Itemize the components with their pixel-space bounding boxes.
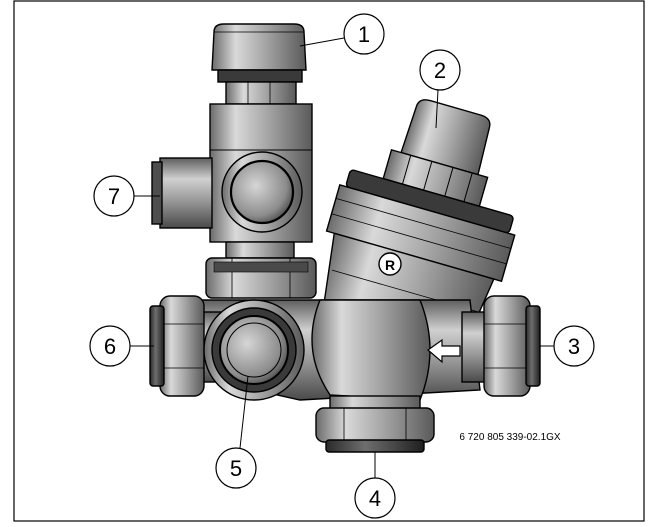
svg-text:2: 2 xyxy=(434,58,446,83)
callout-5: 5 xyxy=(215,447,257,489)
callout-2: 2 xyxy=(419,49,461,91)
svg-text:6: 6 xyxy=(104,334,116,359)
callout-7: 7 xyxy=(93,175,135,217)
svg-text:3: 3 xyxy=(568,334,580,359)
callout-6: 6 xyxy=(89,325,131,367)
reference-code: 6 720 805 339-02.1GX xyxy=(459,432,561,443)
callout-4: 4 xyxy=(354,477,396,519)
flow-direction-arrow xyxy=(427,338,461,364)
svg-text:5: 5 xyxy=(230,456,242,481)
leader-lines xyxy=(130,37,554,478)
right-compression-fitting xyxy=(461,295,541,397)
svg-text:1: 1 xyxy=(358,22,370,47)
relief-valve xyxy=(151,23,317,299)
brand-mark: R xyxy=(385,257,395,273)
bottom-compression-fitting xyxy=(315,395,435,453)
figure-frame xyxy=(13,0,645,522)
callout-1: 1 xyxy=(343,13,385,55)
front-port xyxy=(203,299,305,401)
svg-text:4: 4 xyxy=(369,486,381,511)
callout-3: 3 xyxy=(553,325,595,367)
svg-text:7: 7 xyxy=(108,184,120,209)
